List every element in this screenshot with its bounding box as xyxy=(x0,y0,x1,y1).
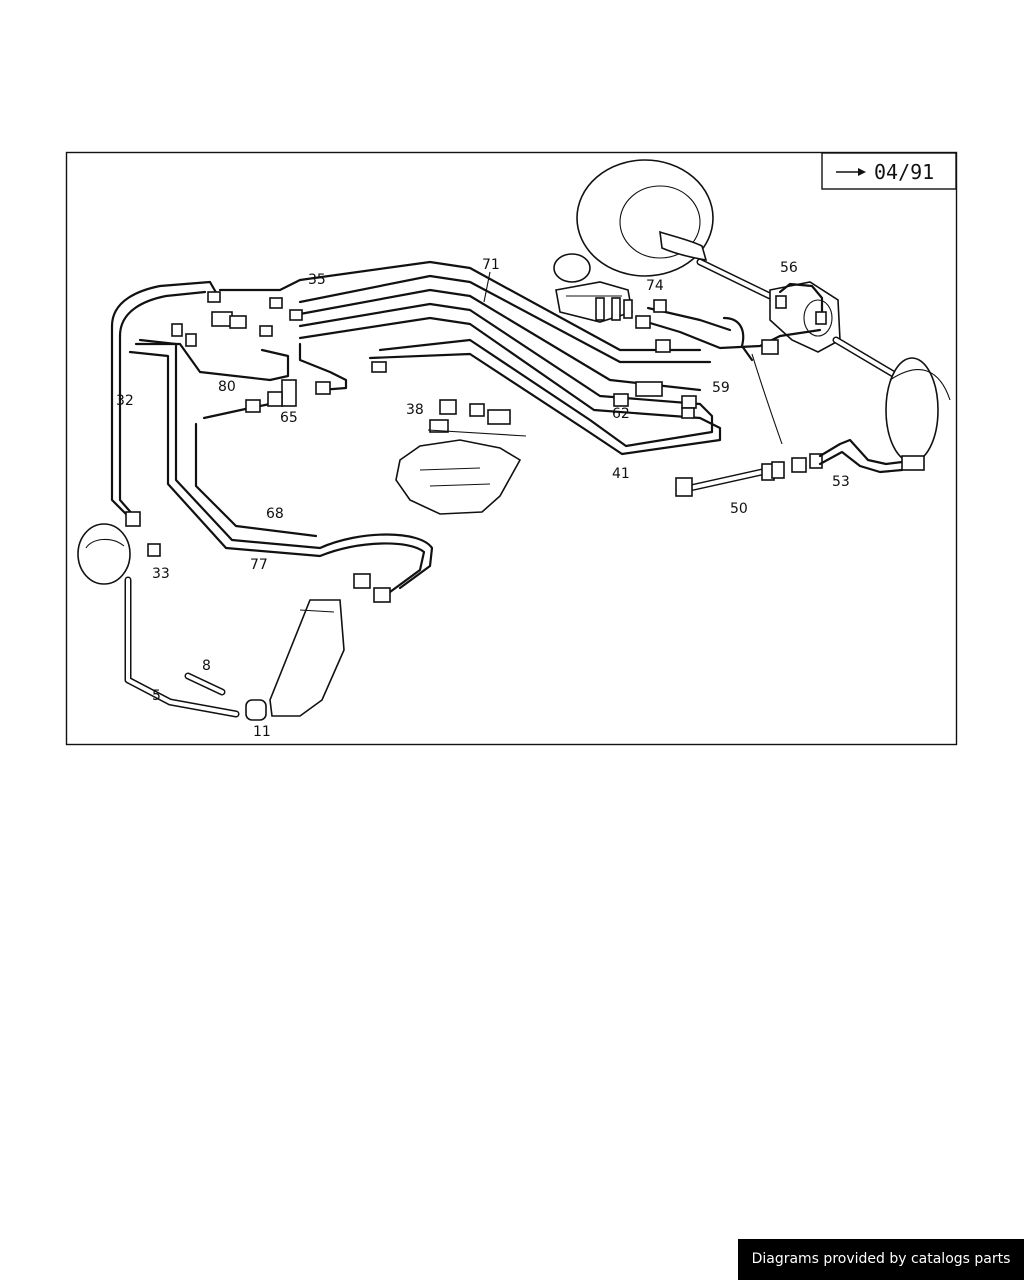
brake-hose xyxy=(675,353,925,497)
hydraulic-unit xyxy=(395,429,527,515)
callout-71: 71 xyxy=(482,257,500,273)
rear-axle-assembly xyxy=(576,159,951,463)
callout-41: 41 xyxy=(612,466,630,482)
brake-line-diagram: 04/91 xyxy=(65,151,958,746)
fluid-reservoir xyxy=(269,599,345,717)
callout-labels: 35 71 74 56 80 32 65 38 59 62 41 53 50 6… xyxy=(116,257,850,740)
brake-booster-unit xyxy=(553,253,633,323)
callout-80: 80 xyxy=(218,379,236,395)
fittings xyxy=(125,291,827,603)
arrow-head-icon xyxy=(858,168,866,176)
callout-35: 35 xyxy=(308,272,326,288)
callout-62: 62 xyxy=(612,406,630,422)
master-cylinder xyxy=(77,523,267,721)
callout-74: 74 xyxy=(646,278,664,294)
callout-50: 50 xyxy=(730,501,748,517)
callout-68: 68 xyxy=(266,506,284,522)
callout-11: 11 xyxy=(253,724,271,740)
callout-65: 65 xyxy=(280,410,298,426)
callout-5: 5 xyxy=(152,688,161,704)
date-box: 04/91 xyxy=(821,152,957,190)
callout-8: 8 xyxy=(202,658,211,674)
date-label: 04/91 xyxy=(874,160,934,184)
callout-32: 32 xyxy=(116,393,134,409)
callout-77: 77 xyxy=(250,557,268,573)
callout-38: 38 xyxy=(406,402,424,418)
callout-33: 33 xyxy=(152,566,170,582)
credit-banner: Diagrams provided by catalogs parts xyxy=(738,1239,1024,1280)
callout-59: 59 xyxy=(712,380,730,396)
pipe-bundle xyxy=(110,260,824,594)
diagram-frame xyxy=(65,151,958,746)
callout-53: 53 xyxy=(832,474,850,490)
callout-56: 56 xyxy=(780,260,798,276)
